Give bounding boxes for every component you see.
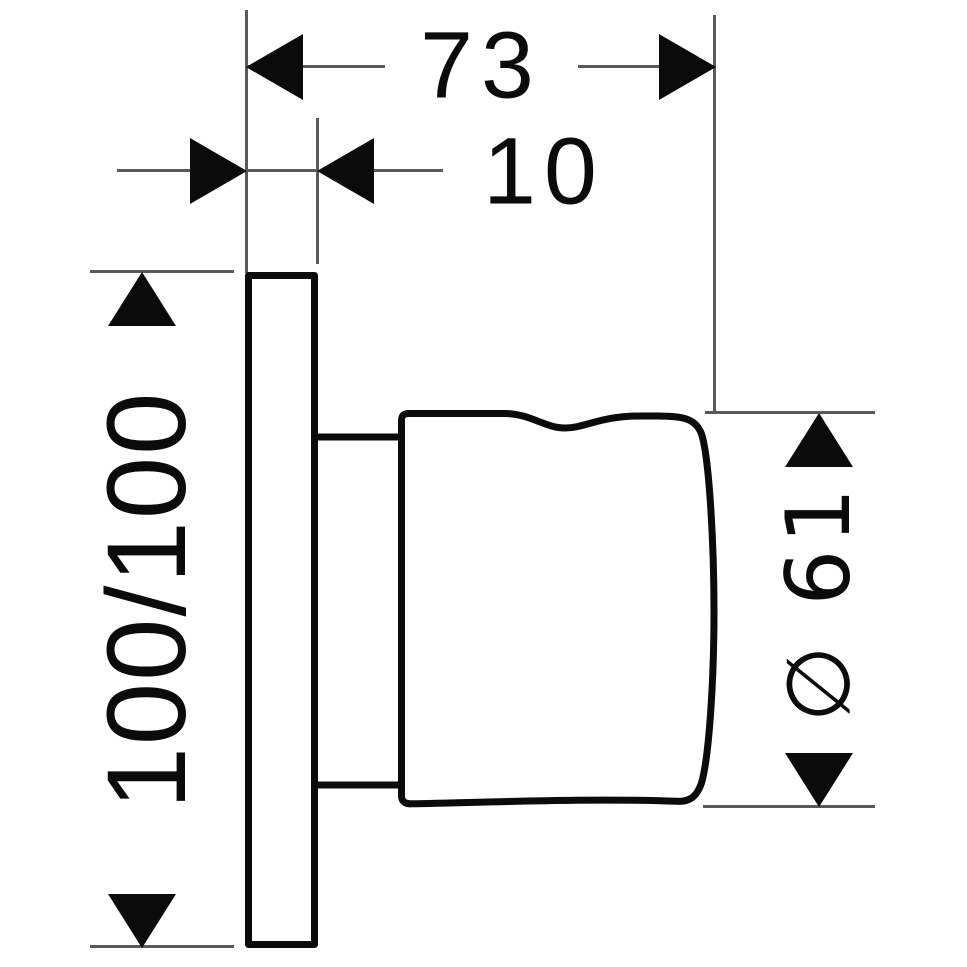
dim-depth-line-left [246,65,385,68]
dim-thickness-line-center [246,169,317,172]
dim-plate-thickness-value: 10 [483,118,605,225]
escutcheon-plate-outline [245,272,318,948]
dim-plate-arrowhead-top-icon [108,272,176,326]
dim-diameter-arrowhead-top-icon [785,413,853,467]
dim-plate-arrowhead-bottom-icon [108,894,176,948]
extension-line-plate-top [90,270,234,273]
dim-thickness-arrowhead-left-icon [190,138,247,204]
dim-depth-value: 73 [420,12,542,119]
extension-line-handle-front [713,15,716,413]
handle-body-outline [398,410,718,808]
dim-depth-line-right [578,65,716,68]
dim-plate-size-value: 100/100 [84,390,209,810]
dim-thickness-line-outer-left [117,169,191,172]
dim-handle-diameter-value: ∅ 61 [767,481,870,723]
dim-diameter-arrowhead-bottom-icon [785,753,853,807]
dim-depth-arrowhead-left-icon [246,34,303,100]
dim-depth-arrowhead-right-icon [659,34,716,100]
dim-thickness-line-outer-right [372,169,443,172]
extension-line-handle-top [705,411,875,414]
dim-thickness-arrowhead-right-icon [317,138,374,204]
